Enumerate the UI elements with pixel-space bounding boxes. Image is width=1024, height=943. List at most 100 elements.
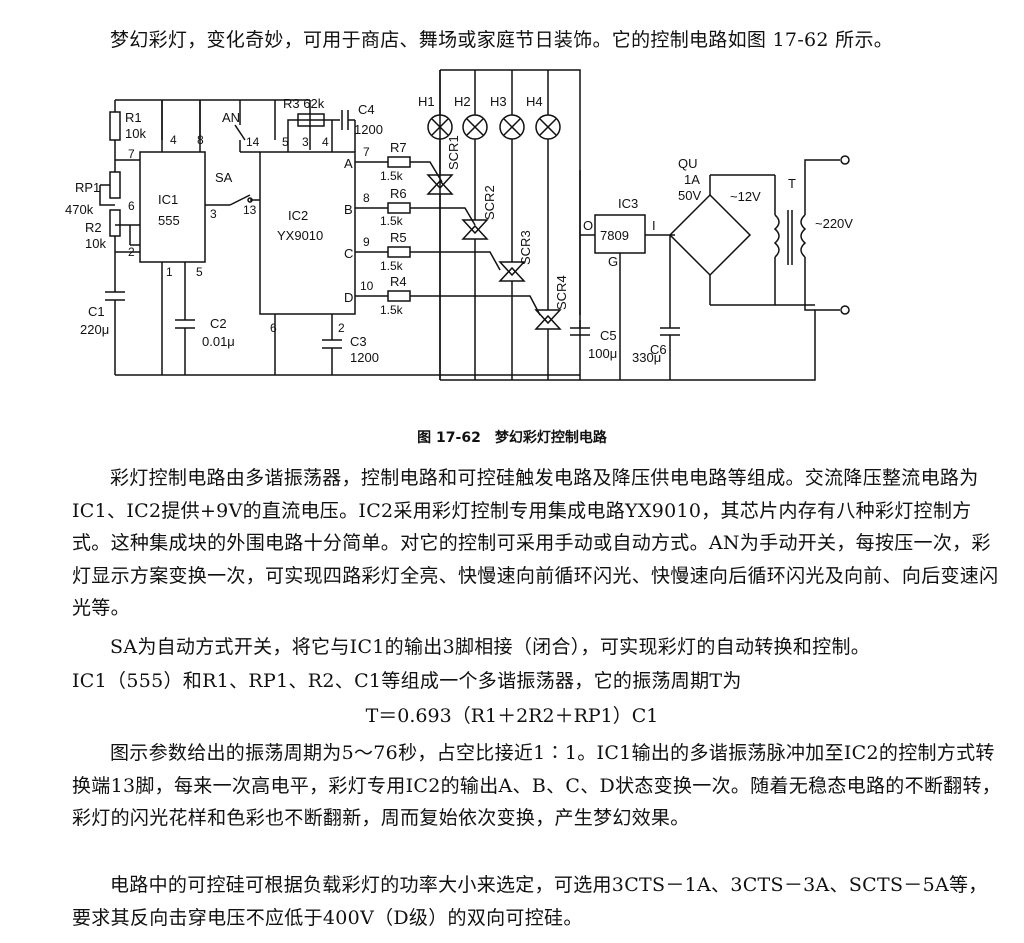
qu-rating-v: 50V xyxy=(678,188,701,203)
scr3 xyxy=(498,261,526,380)
ac220-label: ~220V xyxy=(815,216,853,231)
wire xyxy=(410,161,443,183)
ic2-pin13: 13 xyxy=(243,203,257,217)
resistor-r1 xyxy=(109,111,121,141)
c1-label: C1 xyxy=(88,304,105,319)
output-d: D xyxy=(344,290,353,305)
ic1-pin5: 5 xyxy=(196,265,203,279)
ic2-pin14: 14 xyxy=(246,135,260,149)
c3-label: C3 xyxy=(350,334,367,349)
c6-value: 330μ xyxy=(632,350,661,365)
qu-rating-a: 1A xyxy=(684,172,700,187)
c1-value: 220μ xyxy=(80,322,109,337)
resistor-r3 xyxy=(297,113,325,127)
wire xyxy=(99,185,115,206)
sa-label: SA xyxy=(215,170,233,185)
ic2-pin7: 7 xyxy=(363,145,370,159)
ac-terminal-bottom xyxy=(840,305,850,315)
ic1-label: IC1 xyxy=(158,192,178,207)
output-b: B xyxy=(344,202,353,217)
wire xyxy=(804,159,840,215)
ac12-label: ~12V xyxy=(730,189,761,204)
scr1 xyxy=(426,174,454,380)
ic2-pin8: 8 xyxy=(363,191,370,205)
scr1-label: SCR1 xyxy=(446,135,461,170)
ic2-pin3: 3 xyxy=(302,135,309,149)
lamp-h3-label: H3 xyxy=(490,94,507,109)
lamp-h1 xyxy=(427,70,453,175)
c4-value: 1200 xyxy=(354,122,383,137)
paragraph-3: 图示参数给出的振荡周期为5～76秒，占空比接近1∶1。IC1输出的多谐振荡脉冲加… xyxy=(72,742,1002,830)
c3-value: 1200 xyxy=(350,350,379,365)
circuit-diagram: R1 10k RP1 470k R2 10k C1 220μ IC1 555 4… xyxy=(65,69,853,381)
c5-value: 100μ xyxy=(588,346,617,361)
ic2-box xyxy=(259,151,356,315)
wire xyxy=(410,251,501,271)
resistor-r7 xyxy=(387,156,411,168)
lamp-h4-label: H4 xyxy=(526,94,543,109)
ac-terminal-top xyxy=(840,155,850,165)
scr2-label: SCR2 xyxy=(482,185,497,220)
lamp-h4 xyxy=(535,70,561,310)
an-label: AN xyxy=(222,110,240,125)
rp1-label: RP1 xyxy=(75,180,100,195)
lamp-h2-label: H2 xyxy=(454,94,471,109)
wire xyxy=(440,310,816,381)
r4-value: 1.5k xyxy=(380,303,404,317)
potentiometer-rp1 xyxy=(109,171,121,199)
ic1-type: 555 xyxy=(158,213,180,228)
c5-label: C5 xyxy=(600,328,617,343)
r1-label: R1 xyxy=(125,110,142,125)
r5-value: 1.5k xyxy=(380,259,404,273)
r5-label: R5 xyxy=(390,230,407,245)
intro-paragraph: 梦幻彩灯，变化奇妙，可用于商店、舞场或家庭节日装饰。它的控制电路如图 17-62… xyxy=(110,29,894,51)
paragraph-2a: SA为自动方式开关，将它与IC1的输出3脚相接（闭合），可实现彩灯的自动转换和控… xyxy=(110,636,871,658)
r6-value: 1.5k xyxy=(380,214,404,228)
ic3-type: 7809 xyxy=(600,228,629,243)
ic2-label: IC2 xyxy=(288,208,308,223)
ic3-pin-i: I xyxy=(652,218,656,233)
rp1-value: 470k xyxy=(65,202,94,217)
ic1-box xyxy=(139,151,206,263)
wire xyxy=(804,257,840,311)
wire xyxy=(287,119,332,152)
ic1-pin4: 4 xyxy=(170,133,177,147)
ic1-pin6: 6 xyxy=(128,199,135,213)
ic2-pin10: 10 xyxy=(360,279,374,293)
figure-caption: 图 17-62 梦幻彩灯控制电路 xyxy=(417,430,607,446)
resistor-r5 xyxy=(387,246,411,258)
ic1-pin1: 1 xyxy=(166,265,173,279)
r7-label: R7 xyxy=(390,140,407,155)
scr3-label: SCR3 xyxy=(518,230,533,265)
r3-label: R3 62k xyxy=(283,96,325,111)
transformer-secondary xyxy=(773,214,780,258)
ic2-pin4: 4 xyxy=(322,135,329,149)
ic1-pin3: 3 xyxy=(210,207,217,221)
r2-value: 10k xyxy=(85,236,106,251)
ic1-pin7: 7 xyxy=(128,147,135,161)
output-c: C xyxy=(344,246,353,261)
switch-sa xyxy=(229,194,251,206)
scr2 xyxy=(461,219,489,380)
output-a: A xyxy=(344,156,353,171)
paragraph-1: 彩灯控制电路由多谐振荡器，控制电路和可控硅触发电路及降压供电电路等组成。交流降压… xyxy=(72,467,999,620)
r2-label: R2 xyxy=(85,220,102,235)
wire xyxy=(410,295,541,316)
ic3-label: IC3 xyxy=(618,196,638,211)
transformer-primary xyxy=(800,214,807,258)
scr4 xyxy=(534,309,562,380)
qu-label: QU xyxy=(678,156,698,171)
lamp-h3 xyxy=(499,70,525,262)
ic2-type: YX9010 xyxy=(277,228,323,243)
ic3-pin-o: O xyxy=(583,218,593,233)
scr4-label: SCR4 xyxy=(554,275,569,310)
lamp-h2 xyxy=(462,70,488,220)
ic2-pin2: 2 xyxy=(338,321,345,335)
ic1-pin2: 2 xyxy=(128,245,135,259)
resistor-r6 xyxy=(387,202,411,214)
c2-label: C2 xyxy=(210,316,227,331)
resistor-r2 xyxy=(109,209,121,237)
c4-label: C4 xyxy=(358,102,375,117)
ic3-pin-g: G xyxy=(608,254,618,269)
lamp-h1-label: H1 xyxy=(418,94,435,109)
